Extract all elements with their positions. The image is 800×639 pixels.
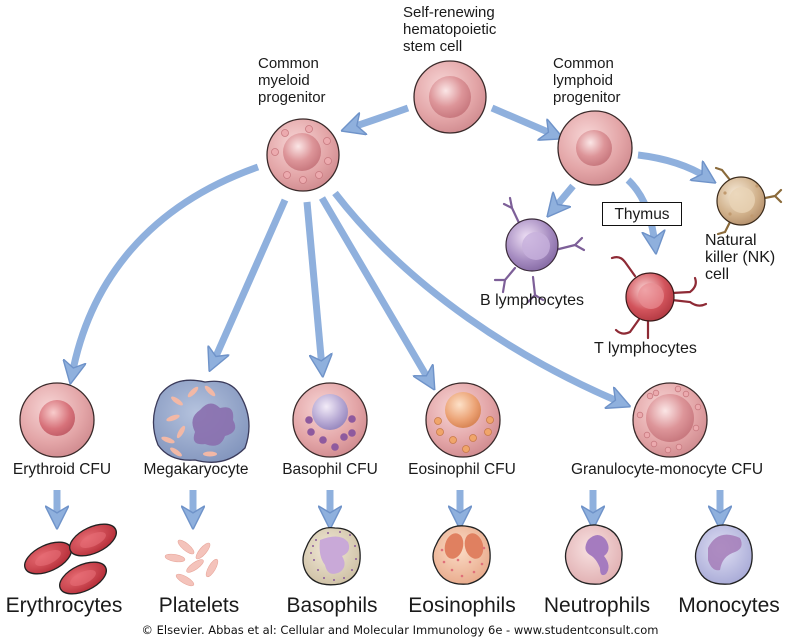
erythroid-cfu-label: Erythroid CFU [12,461,112,478]
stem-cell [413,60,487,134]
stem-cell-label-line: Self-renewing [403,4,495,21]
erythrocytes-label: Erythrocytes [5,594,123,617]
copyright-notice: © Elsevier. Abbas et al: Cellular and Mo… [141,623,659,637]
arrow-myeloid-to-megakaryocyte [213,198,289,363]
b-lymphocyte-cell [493,196,586,304]
nk-cell [714,166,783,236]
stem-cell-label: Self-renewing hematopoietic stem cell [403,4,496,55]
neutrophils-label: Neutrophils [543,594,651,617]
arrows [57,104,720,520]
platelets-cells [164,539,219,587]
eosinophil-cfu-cell [425,382,501,458]
erythrocytes-cells [24,523,117,595]
arrow-lymphoid-to-b [553,183,576,210]
lymphoid-label-line: lymphoid [553,72,614,89]
t-lymphocyte-cell [610,256,708,340]
basophils-cells [302,527,361,586]
myeloid-label-line: progenitor [258,89,326,106]
monocytes-cells [694,524,753,585]
arrow-myeloid-to-gm [332,190,622,403]
nk-label-line: cell [705,266,730,283]
arrow-lymphoid-to-nk [637,151,708,178]
basophils-label: Basophils [286,594,378,617]
nk-label-line: Natural [705,232,757,249]
megakaryocyte-label: Megakaryocyte [143,461,249,478]
lymphoid-progenitor-cell [557,110,633,186]
arrow-stem-to-myeloid [350,104,410,128]
lymphoid-progenitor-label: Common lymphoid progenitor [553,55,621,106]
myeloid-label-line: myeloid [258,72,310,89]
stem-cell-label-line: stem cell [403,38,463,55]
megakaryocyte-cell [152,379,250,463]
stem-cell-label-line: hematopoietic [403,21,497,38]
eosinophils-label: Eosinophils [408,594,516,617]
gm-cfu-label: Granulocyte-monocyte CFU [570,461,764,478]
basophil-cfu-label: Basophil CFU [282,461,378,478]
granulocyte-monocyte-cfu-cell [632,382,708,458]
b-lymphocytes-label: B lymphocytes [480,292,585,309]
erythroid-cfu-cell [19,382,95,458]
nk-label-line: killer (NK) [705,249,776,266]
myeloid-label-line: Common [258,55,319,72]
monocytes-label: Monocytes [678,594,780,617]
nk-cell-label: Natural killer (NK) cell [705,232,775,283]
eosinophil-cfu-label: Eosinophil CFU [408,461,516,478]
t-lymphocytes-label: T lymphocytes [594,340,697,357]
neutrophils-cells [564,524,623,585]
thymus-box: Thymus [602,202,682,226]
lymphoid-label-line: Common [553,55,614,72]
eosinophils-cells [432,525,491,585]
arrow-stem-to-lymphoid [490,104,555,135]
lymphoid-label-line: progenitor [553,89,621,106]
arrow-myeloid-to-erythroid [72,163,260,375]
myeloid-progenitor-cell [266,118,340,192]
arrow-myeloid-to-basophil [303,201,322,368]
basophil-cfu-cell [292,382,368,458]
arrow-myeloid-to-eosinophil [318,196,430,382]
platelets-label: Platelets [158,594,240,617]
myeloid-progenitor-label: Common myeloid progenitor [258,55,326,106]
